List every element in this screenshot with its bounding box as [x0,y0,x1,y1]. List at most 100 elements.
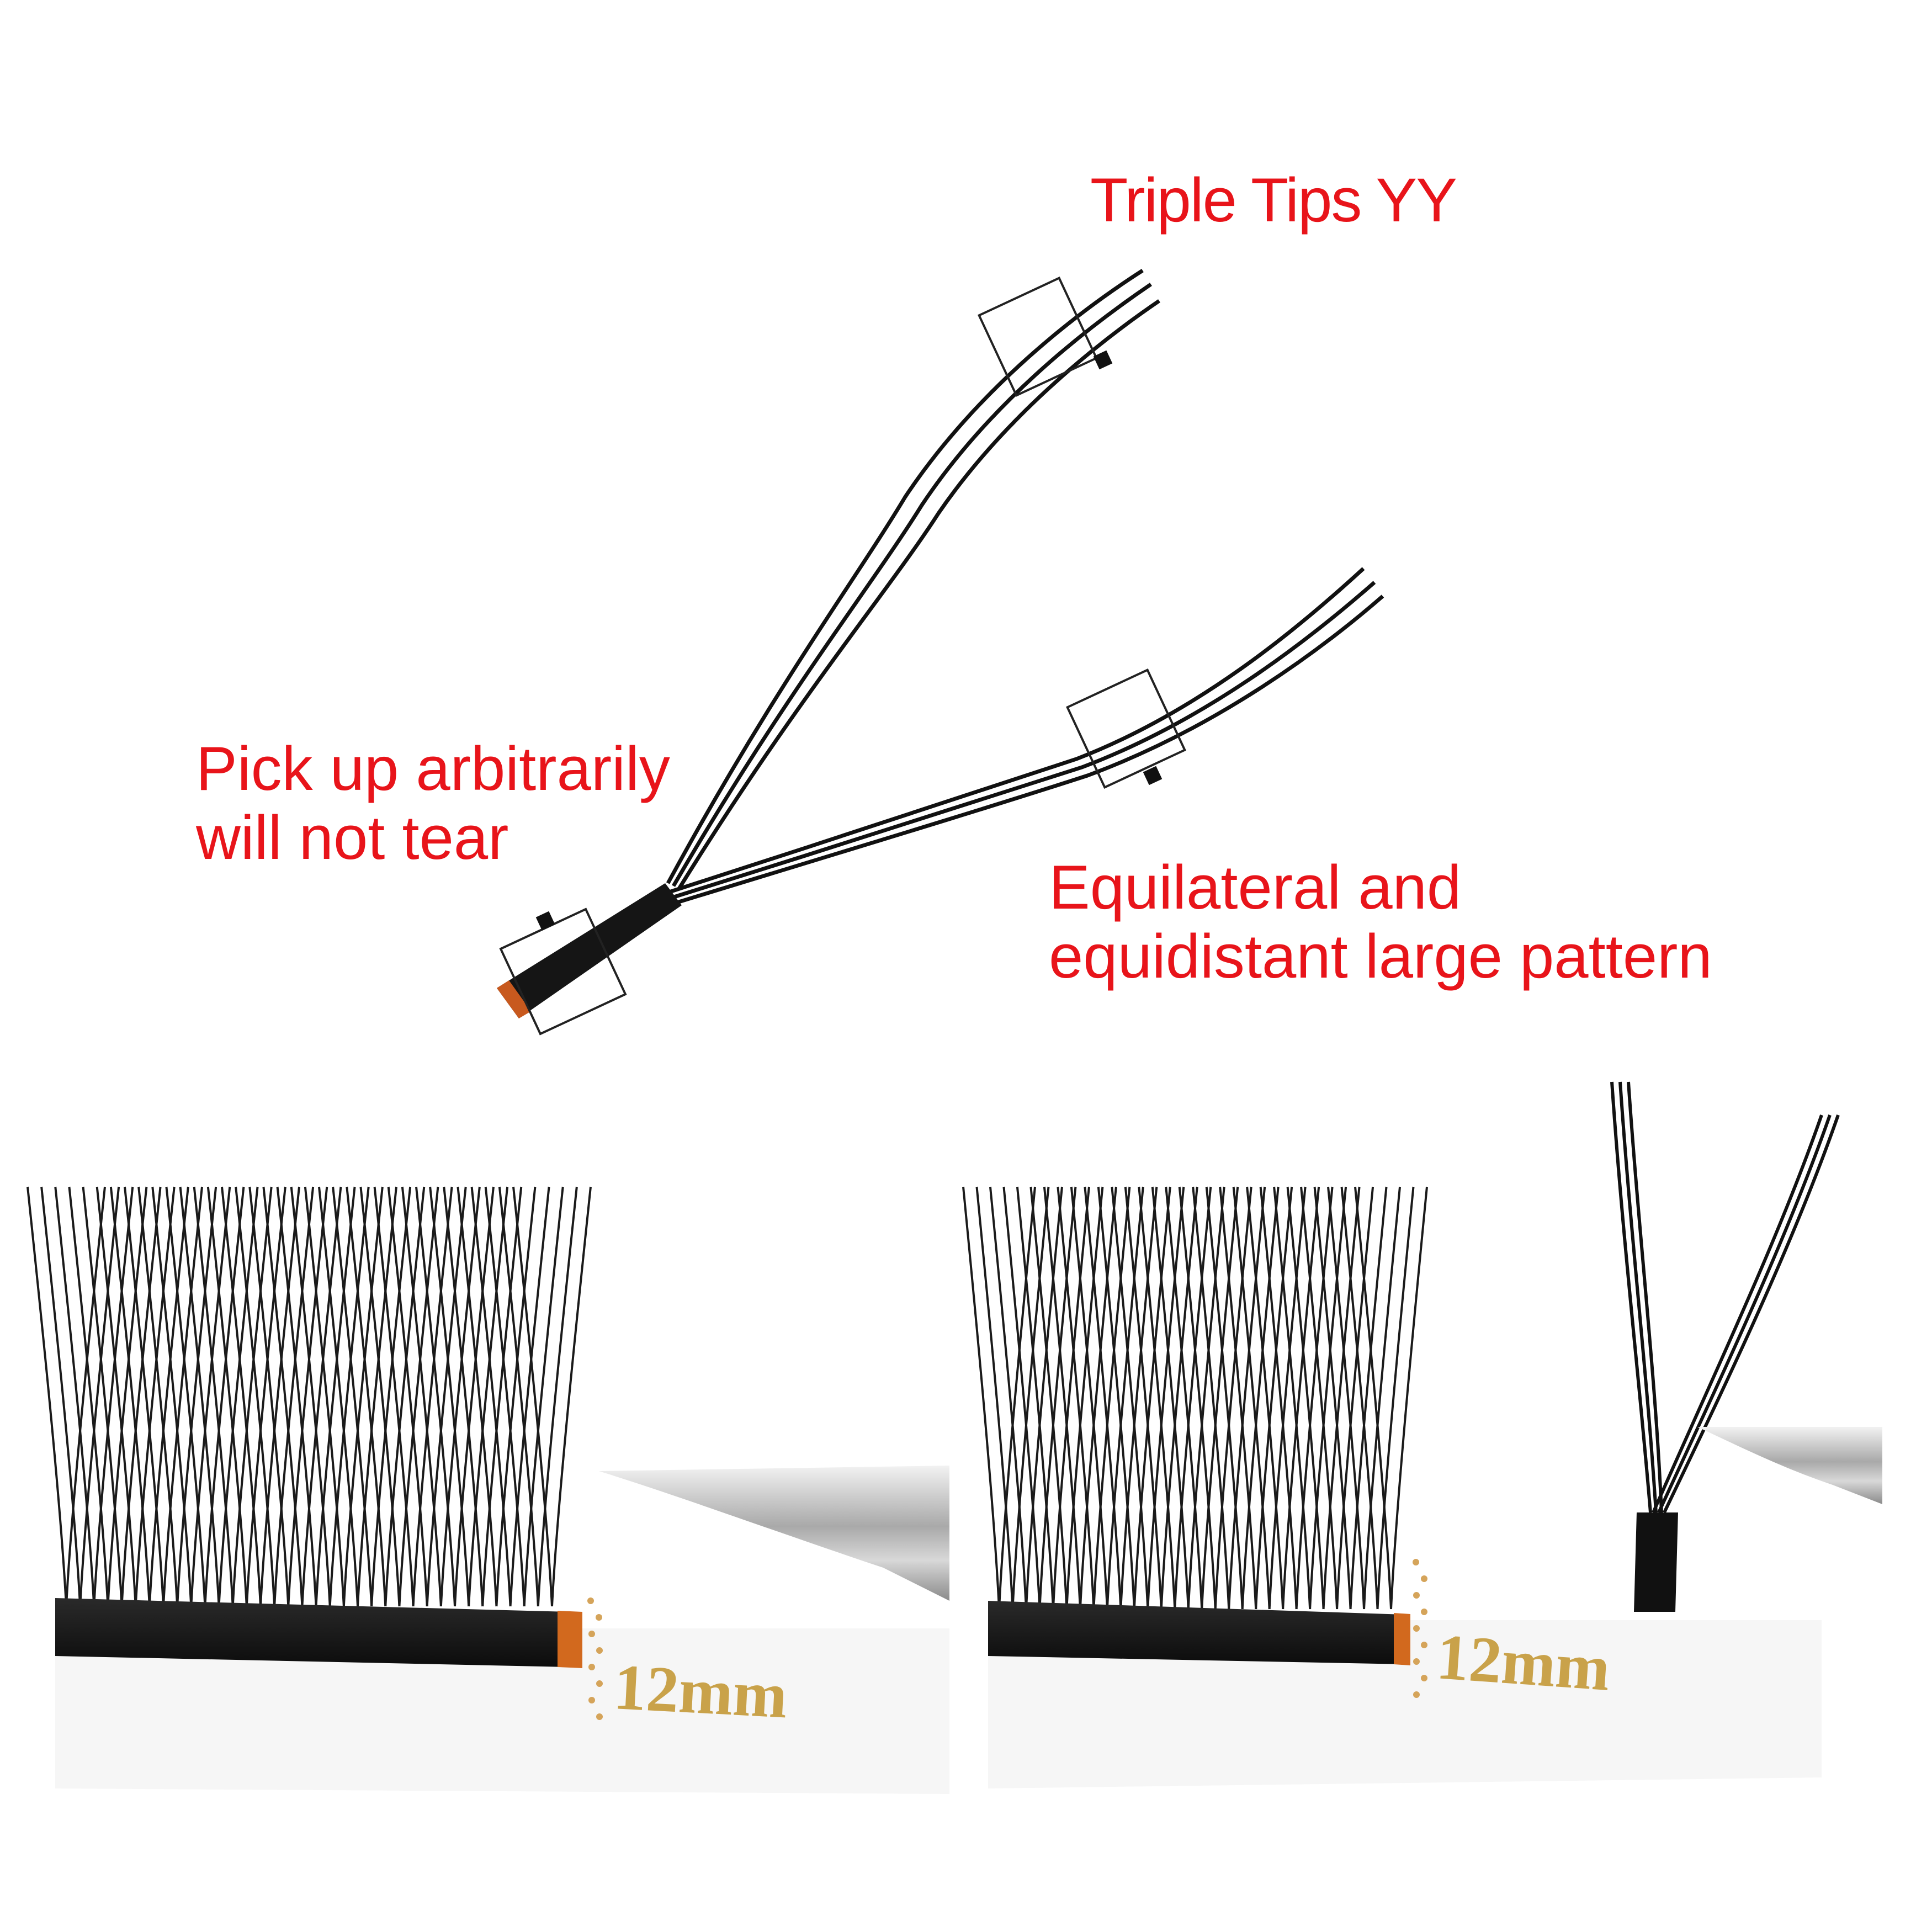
lash-fiber [1322,1186,1361,1610]
lash-fiber [1295,1186,1334,1610]
lash-fiber [387,1186,428,1607]
lash-fiber [304,1186,345,1607]
lash-fiber [54,1186,95,1607]
lash-fiber [217,1186,259,1607]
lash-fiber [439,1186,481,1607]
lash-fiber [151,1186,193,1607]
lash-fiber [1079,1186,1117,1610]
transform-handle-icon [1066,668,1186,789]
lash-fiber [1178,1186,1217,1610]
lash-fiber [512,1186,553,1607]
right-lash-strip [988,1601,1405,1664]
triple-tips-title: Triple Tips YY [1090,166,1457,235]
lash-fiber [989,1186,1027,1610]
lash-fiber [468,1186,509,1607]
pickup-caption-line2: will not tear [196,803,509,873]
lash-fiber [82,1186,123,1607]
lash-fiber [259,1186,300,1607]
lash-fiber [1259,1186,1298,1610]
lash-fiber [537,1186,578,1607]
lash-fiber [1192,1186,1230,1610]
left-tray-length: 12mm [612,1650,789,1732]
lower-strand-2 [664,581,1376,902]
right-tray-card [988,1620,1822,1788]
lash-fiber [328,1186,370,1607]
lash-fiber [1313,1186,1352,1610]
lash-fiber [79,1186,120,1607]
lash-fiber [176,1186,217,1607]
tweezers-icon [599,1466,949,1601]
lash-fiber [1228,1186,1266,1610]
lash-fiber [1174,1186,1212,1610]
tweezers-icon [1697,1427,1882,1504]
lash-fiber [1147,1186,1185,1610]
lash-fiber [1084,1186,1122,1610]
lash-fiber [65,1186,106,1607]
lash-fiber [40,1186,82,1607]
lash-fiber [162,1186,203,1607]
lash-fiber [1065,1186,1104,1610]
lash-fiber [290,1186,331,1607]
lash-fiber [1119,1186,1158,1610]
lash-fiber [107,1186,148,1607]
lash-fiber [1052,1186,1090,1610]
lash-fiber [1268,1186,1307,1610]
lash-fiber [93,1186,134,1607]
lower-strand-1 [661,567,1365,896]
upper-strand-2 [671,283,1152,887]
lash-fiber [429,1186,470,1607]
lash-fiber [481,1186,523,1607]
equilateral-caption-line1: Equilateral and [1049,853,1462,922]
lash-fiber [457,1186,498,1607]
lash-fiber [1165,1186,1203,1610]
lash-fiber [426,1186,467,1607]
lash-fiber [1214,1186,1252,1610]
lash-fiber [1070,1186,1108,1610]
lash-fiber [1390,1186,1428,1610]
lash-fiber [1273,1186,1312,1610]
lash-fiber [204,1186,245,1607]
lash-fiber [1336,1186,1374,1610]
lash-fiber [1255,1186,1293,1610]
lash-fiber [1151,1186,1190,1610]
equilateral-caption-line2: equidistant large pattern [1049,922,1712,991]
lash-fiber [109,1186,151,1607]
lash-fiber [235,1186,276,1607]
lash-fiber [342,1186,384,1607]
lash-fiber [1282,1186,1320,1610]
lash-fiber [1201,1186,1239,1610]
lash-fiber [415,1186,456,1607]
lash-fiber [1057,1186,1095,1610]
lash-fiber [551,1186,592,1607]
lash-fiber [1043,1186,1081,1610]
lash-fiber [120,1186,162,1607]
upper-strand-3 [677,299,1160,890]
lash-fiber [193,1186,234,1607]
lash-fiber [412,1186,453,1607]
lash-fiber [148,1186,189,1607]
lash-fiber [975,1186,1014,1610]
lash-fiber [357,1186,397,1607]
lash-fiber [287,1186,328,1607]
lash-fiber [1219,1186,1257,1610]
lash-fiber [231,1186,273,1607]
lash-fiber [1038,1186,1077,1610]
lash-fiber [1241,1186,1280,1610]
lash-fiber [1124,1186,1163,1610]
lash-fiber [509,1186,550,1607]
transform-handle-icon [978,277,1113,397]
lash-fiber [1327,1186,1366,1610]
lash-fiber [276,1186,317,1607]
left-lash-fan [26,1186,592,1607]
lash-fiber [68,1186,109,1607]
lash-fiber [470,1186,512,1607]
right-tray-length: 12mm [1434,1620,1612,1705]
lash-fiber [221,1186,262,1607]
transform-handle-icon [499,907,627,1036]
lash-fiber [1354,1186,1392,1610]
lash-fiber [523,1186,564,1607]
lash-fiber [1309,1186,1347,1610]
lash-fiber [398,1186,439,1607]
yy-lash-diagram [497,269,1384,1036]
